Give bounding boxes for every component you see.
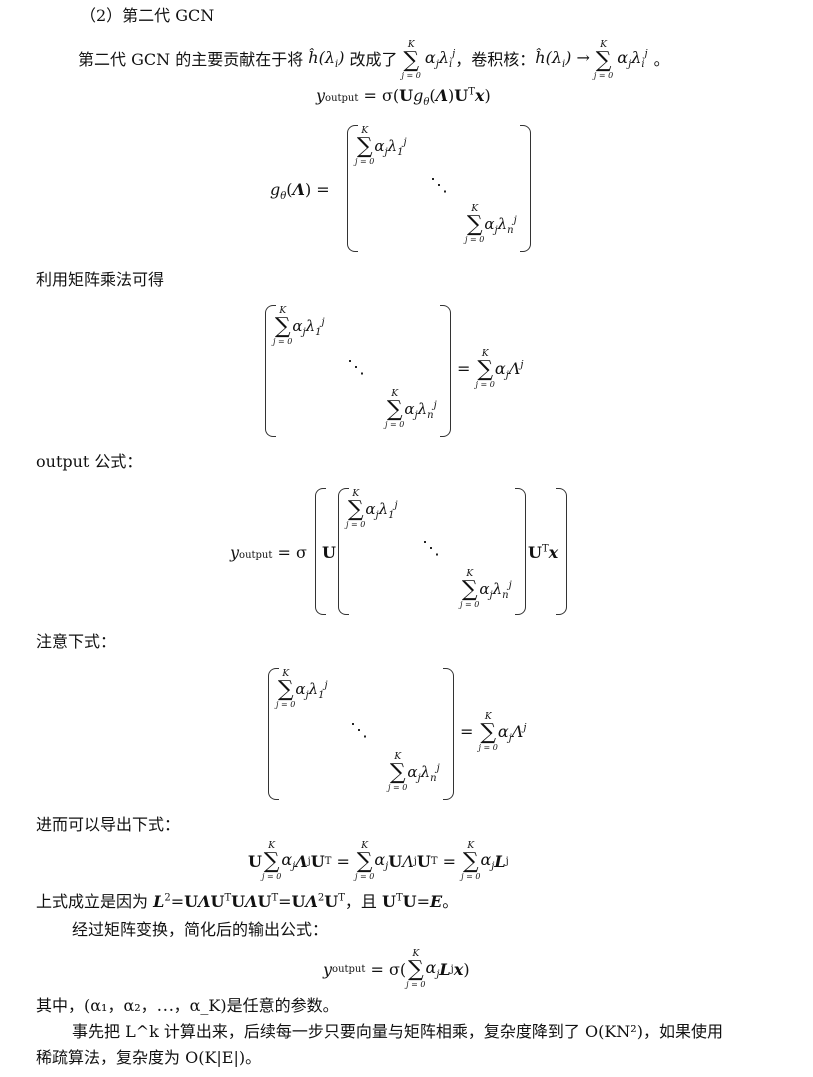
paragraph-intro: 第二代 GCN 的主要贡献在于将 ĥ(λi) 改成了 K∑j = 0 αjλij… bbox=[78, 40, 670, 80]
label-derive: 进而可以导出下式： bbox=[36, 815, 181, 834]
label-output-formula: output 公式： bbox=[36, 452, 143, 471]
label-matmul: 利用矩阵乘法可得 bbox=[36, 270, 165, 289]
final-paragraph-line-2: 稀疏算法，复杂度为 O(K|E|)。 bbox=[36, 1048, 262, 1067]
alpha-lambda-term: αjλij bbox=[617, 48, 648, 71]
h-hat-lambda: ĥ(λi) bbox=[303, 48, 350, 71]
alpha-lambda-term: αjλij bbox=[424, 48, 456, 71]
section-heading: （2）第二代 GCN bbox=[80, 6, 215, 25]
sum-symbol: K∑j = 0 bbox=[401, 39, 421, 80]
label-transform: 经过矩阵变换，简化后的输出公式： bbox=[72, 920, 329, 939]
final-paragraph-line-1: 事先把 L^k 计算出来，后续每一步只要向量与矩阵相乘，复杂度降到了 O(KN²… bbox=[72, 1022, 723, 1041]
sum-symbol: K∑j = 0 bbox=[593, 39, 614, 80]
intro-suffix: 。 bbox=[653, 50, 670, 70]
equation-output-1: youtput = σ(Ugθ(Λ)UTx) bbox=[316, 86, 491, 109]
intro-mid2: ，卷积核： bbox=[455, 50, 536, 70]
kernel-term: ĥ(λi) → bbox=[535, 48, 590, 71]
intro-mid: 改成了 bbox=[349, 50, 398, 70]
label-note: 注意下式： bbox=[36, 632, 117, 651]
params-line: 其中，(α₁，α₂，⋯，α_K)是任意的参数。 bbox=[36, 996, 339, 1015]
reason-line: 上式成立是因为 L2=UΛUTUΛUT=UΛ2UT，且 UTU=E。 bbox=[36, 892, 459, 911]
intro-prefix: 第二代 GCN 的主要贡献在于将 bbox=[78, 50, 304, 70]
